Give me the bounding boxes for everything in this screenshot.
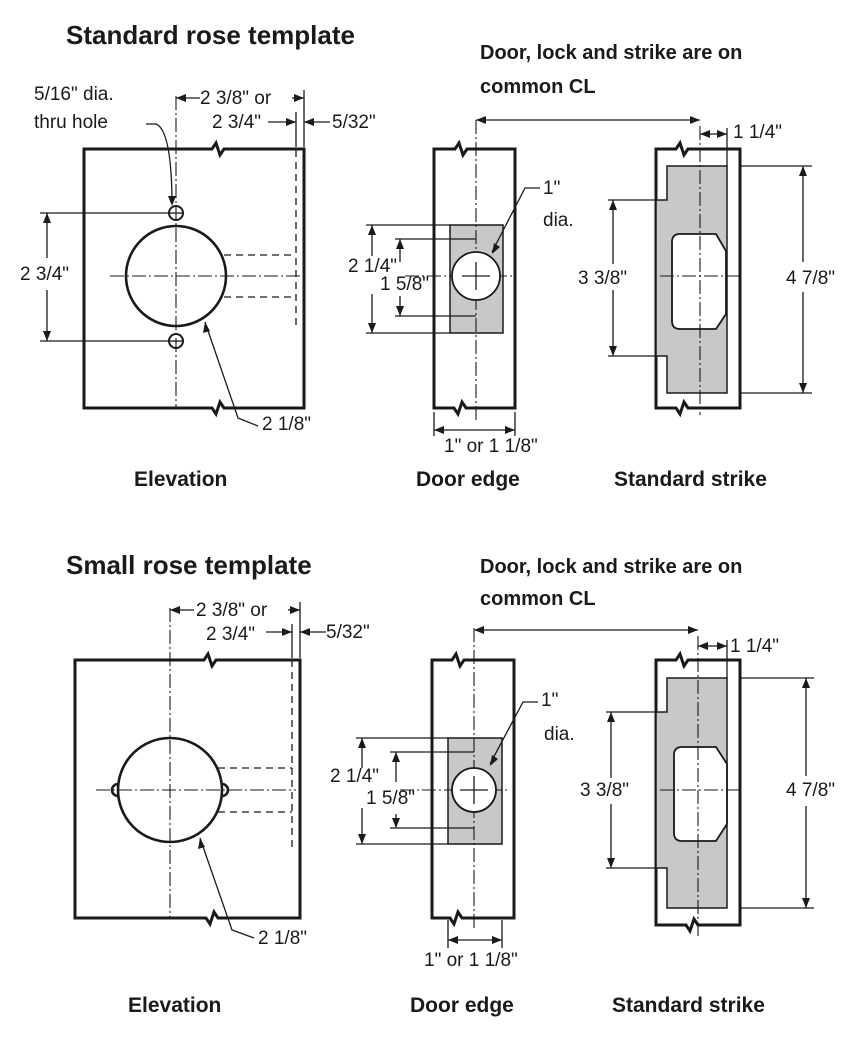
bore-dia-label: 2 1/8" [262,414,312,435]
strike-mortise-label: 3 3/8" [578,268,628,289]
latch-height-label: 1 5/8" [380,274,430,295]
latch-dia-label: 1" [541,690,559,711]
elevation-caption: Elevation [134,468,228,491]
door-edge-drawing [366,116,700,436]
edge-offset-label: 5/32" [326,622,370,643]
common-cl-note-line1: Door, lock and strike are on [480,556,743,578]
door-thickness-label: 1" or 1 1/8" [424,950,518,971]
strike-mortise-label: 3 3/8" [580,780,630,801]
section-title: Standard rose template [66,20,355,50]
common-cl-note-line2: common CL [480,588,596,610]
door-edge-caption: Door edge [416,468,520,491]
elevation-drawing [40,90,330,427]
door-edge-caption: Door edge [410,994,514,1017]
edge-offset-label: 5/32" [332,112,376,133]
hole-dia-label: 5/16" dia. [34,84,114,105]
common-cl-note-line1: Door, lock and strike are on [480,42,743,64]
latch-dia-unit-label: dia. [544,724,575,745]
strike-drawing [606,636,814,936]
bore-dia-label: 2 1/8" [258,928,308,949]
elevation-drawing [73,602,326,939]
backset-label-line1: 2 3/8" or [196,600,268,621]
door-edge-drawing [356,626,698,948]
common-cl-note-line2: common CL [480,76,596,98]
section-title: Small rose template [66,550,312,580]
backset-label-line2: 2 3/4" [206,624,256,645]
strike-width-label: 1 1/4" [733,122,783,143]
strike-drawing [608,126,812,418]
face-height-label: 2 1/4" [330,766,380,787]
backset-label-line1: 2 3/8" or [200,88,272,109]
strike-height-label: 4 7/8" [786,780,836,801]
latch-dia-unit-label: dia. [543,210,574,231]
strike-caption: Standard strike [612,994,765,1017]
face-height-label: 2 1/4" [348,256,398,277]
latch-height-label: 1 5/8" [366,788,416,809]
strike-caption: Standard strike [614,468,767,491]
rose-height-label: 2 3/4" [20,264,70,285]
strike-height-label: 4 7/8" [786,268,836,289]
backset-label-line2: 2 3/4" [212,112,262,133]
standard-rose-drawing [40,90,812,436]
elevation-caption: Elevation [128,994,222,1017]
thru-hole-label: thru hole [34,112,108,133]
latch-dia-label: 1" [543,178,561,199]
door-thickness-label: 1" or 1 1/8" [444,436,538,457]
strike-width-label: 1 1/4" [730,636,780,657]
